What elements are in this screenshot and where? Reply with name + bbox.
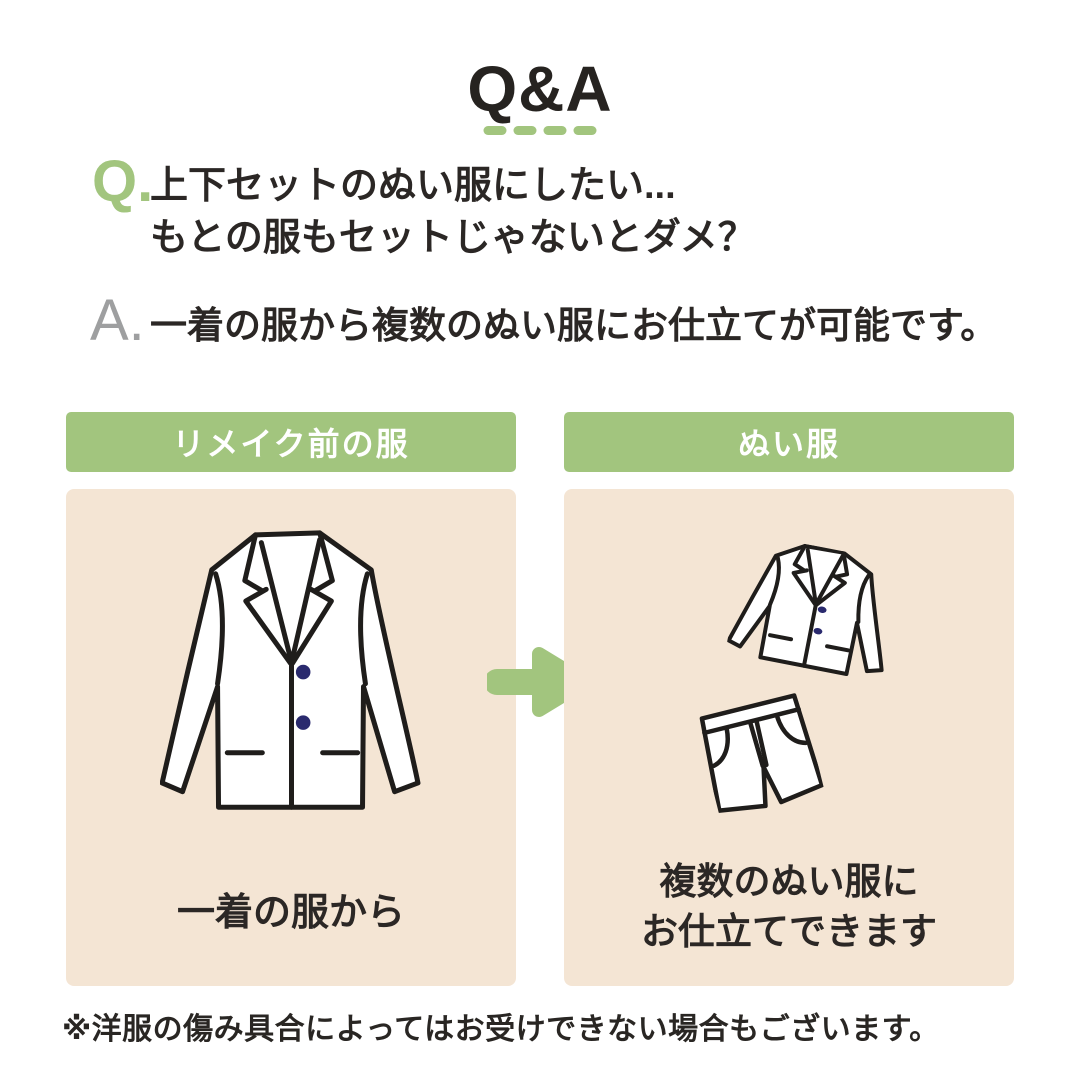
page-title: Q&A <box>467 53 613 125</box>
underline-dash <box>513 126 537 135</box>
footnote: ※洋服の傷み具合によってはお受けできない場合もございます。 <box>62 1013 940 1046</box>
question-label: Q. <box>92 149 154 214</box>
after-panel: ぬい服 複数のぬい服に お仕立てできます <box>564 412 1014 986</box>
underline-dash <box>483 126 507 135</box>
after-panel-header: ぬい服 <box>564 412 1014 472</box>
after-panel-body: 複数のぬい服に お仕立てできます <box>564 489 1014 986</box>
after-caption-line-1: 複数のぬい服に <box>659 861 919 902</box>
small-suit-jacket-illustration <box>725 533 904 682</box>
right-arrow-icon <box>484 644 593 720</box>
before-panel-body: 一着の服から <box>66 489 516 986</box>
before-panel-header: リメイク前の服 <box>66 412 516 472</box>
before-panel: リメイク前の服 一着の服から <box>66 412 516 986</box>
title-underline <box>483 126 597 135</box>
before-caption: 一着の服から <box>176 892 405 934</box>
question-line-2: もとの服もセットじゃないとダメ？ <box>150 217 756 259</box>
answer-label: A. <box>90 288 145 353</box>
question-text: 上下セットのぬい服にしたい... もとの服もセットじゃないとダメ？ <box>150 160 756 264</box>
answer-text: 一着の服から複数のぬい服にお仕立てが可能です。 <box>150 305 998 346</box>
question-line-1: 上下セットのぬい服にしたい... <box>150 165 676 207</box>
after-caption-line-2: お仕立てできます <box>641 911 937 952</box>
underline-dash <box>573 126 597 135</box>
underline-dash <box>543 126 567 135</box>
shorts-illustration <box>695 692 826 819</box>
after-caption: 複数のぬい服に お仕立てできます <box>564 857 1014 957</box>
suit-jacket-illustration <box>160 530 423 817</box>
